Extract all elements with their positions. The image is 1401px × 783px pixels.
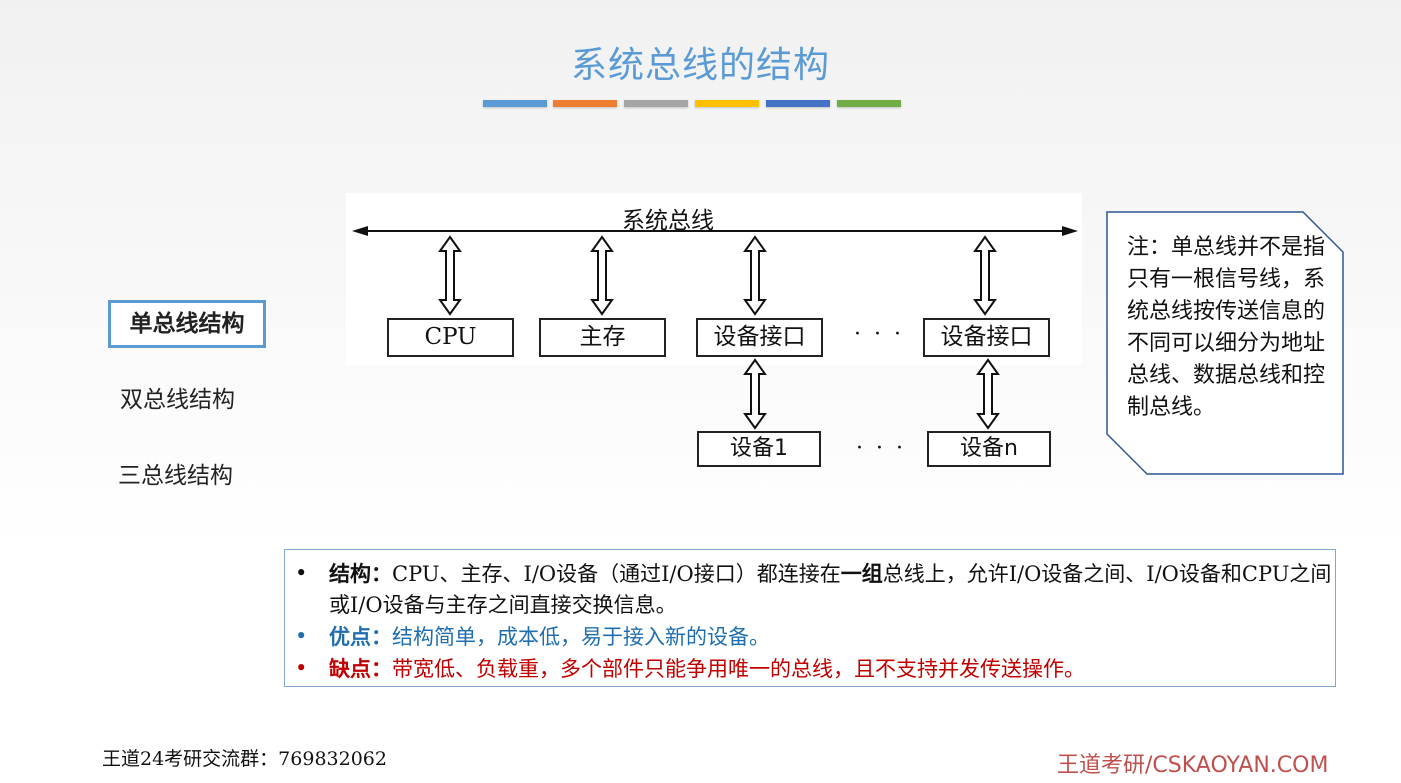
note-callout: 注：单总线并不是指只有一根信号线，系统总线按传送信息的不同可以细分为地址总线、数… bbox=[1105, 210, 1345, 476]
structure-text-2: 总线上，允许I/O设备之间、I/O设备和CPU之间或I/O设备与主存之间直接交换… bbox=[329, 562, 1332, 617]
color-bar-1 bbox=[483, 100, 547, 107]
double-arrow-4 bbox=[973, 235, 997, 316]
page-title: 系统总线的结构 bbox=[570, 45, 830, 86]
structure-item: • 结构：CPU、主存、I/O设备（通过I/O接口）都连接在一组总线上，允许I/… bbox=[295, 558, 1335, 621]
con-text: 带宽低、负载重，多个部件只能争用唯一的总线，且不支持并发传送操作。 bbox=[392, 657, 1085, 681]
double-arrow-3 bbox=[743, 235, 767, 316]
bottom-ellipsis: · · · bbox=[856, 436, 906, 461]
double-arrow-2 bbox=[590, 235, 614, 316]
structure-text-1: CPU、主存、I/O设备（通过I/O接口）都连接在 bbox=[392, 562, 841, 586]
sidebar-item-dual-bus[interactable]: 双总线结构 bbox=[120, 387, 235, 413]
con-item: • 缺点：带宽低、负载重，多个部件只能争用唯一的总线，且不支持并发传送操作。 bbox=[295, 653, 1335, 685]
system-bus-label: 系统总线 bbox=[622, 208, 714, 234]
color-bar-3 bbox=[624, 100, 688, 107]
con-label: 缺点： bbox=[329, 656, 392, 681]
color-bar-4 bbox=[695, 100, 759, 107]
bullet: • bbox=[295, 561, 308, 585]
device-interface-box-2: 设备接口 bbox=[923, 318, 1050, 357]
bullet: • bbox=[295, 624, 308, 648]
double-arrows bbox=[438, 235, 1000, 430]
device-interface-box-1: 设备接口 bbox=[696, 318, 823, 357]
cpu-box: CPU bbox=[387, 318, 514, 357]
color-bar-6 bbox=[837, 100, 901, 107]
memory-box: 主存 bbox=[539, 318, 666, 357]
device-n-box: 设备n bbox=[927, 431, 1051, 467]
footer-brand: 王道考研/CSKAOYAN.COM bbox=[1057, 753, 1329, 778]
structure-label: 结构： bbox=[329, 561, 392, 586]
footer-group-info: 王道24考研交流群：769832062 bbox=[102, 748, 387, 770]
pro-item: • 优点：结构简单，成本低，易于接入新的设备。 bbox=[295, 621, 1335, 653]
info-box: • 结构：CPU、主存、I/O设备（通过I/O接口）都连接在一组总线上，允许I/… bbox=[284, 549, 1336, 687]
device-1-box: 设备1 bbox=[697, 431, 821, 467]
bus-arrow-left bbox=[352, 226, 368, 236]
sidebar-item-single-bus[interactable]: 单总线结构 bbox=[108, 300, 266, 348]
top-ellipsis: · · · bbox=[854, 322, 904, 347]
double-arrow-6 bbox=[976, 358, 1000, 430]
pro-text: 结构简单，成本低，易于接入新的设备。 bbox=[392, 625, 770, 649]
sidebar-item-triple-bus[interactable]: 三总线结构 bbox=[118, 463, 233, 489]
note-text: 注：单总线并不是指只有一根信号线，系统总线按传送信息的不同可以细分为地址总线、数… bbox=[1127, 235, 1326, 420]
bus-arrow-right bbox=[1062, 226, 1078, 236]
double-arrow-1 bbox=[438, 235, 462, 316]
color-bar-2 bbox=[553, 100, 617, 107]
pro-label: 优点： bbox=[329, 624, 392, 649]
color-bar-5 bbox=[766, 100, 830, 107]
note-shape bbox=[1106, 211, 1344, 475]
bullet: • bbox=[295, 656, 308, 680]
double-arrow-5 bbox=[743, 358, 767, 430]
structure-bold: 一组 bbox=[840, 561, 883, 586]
